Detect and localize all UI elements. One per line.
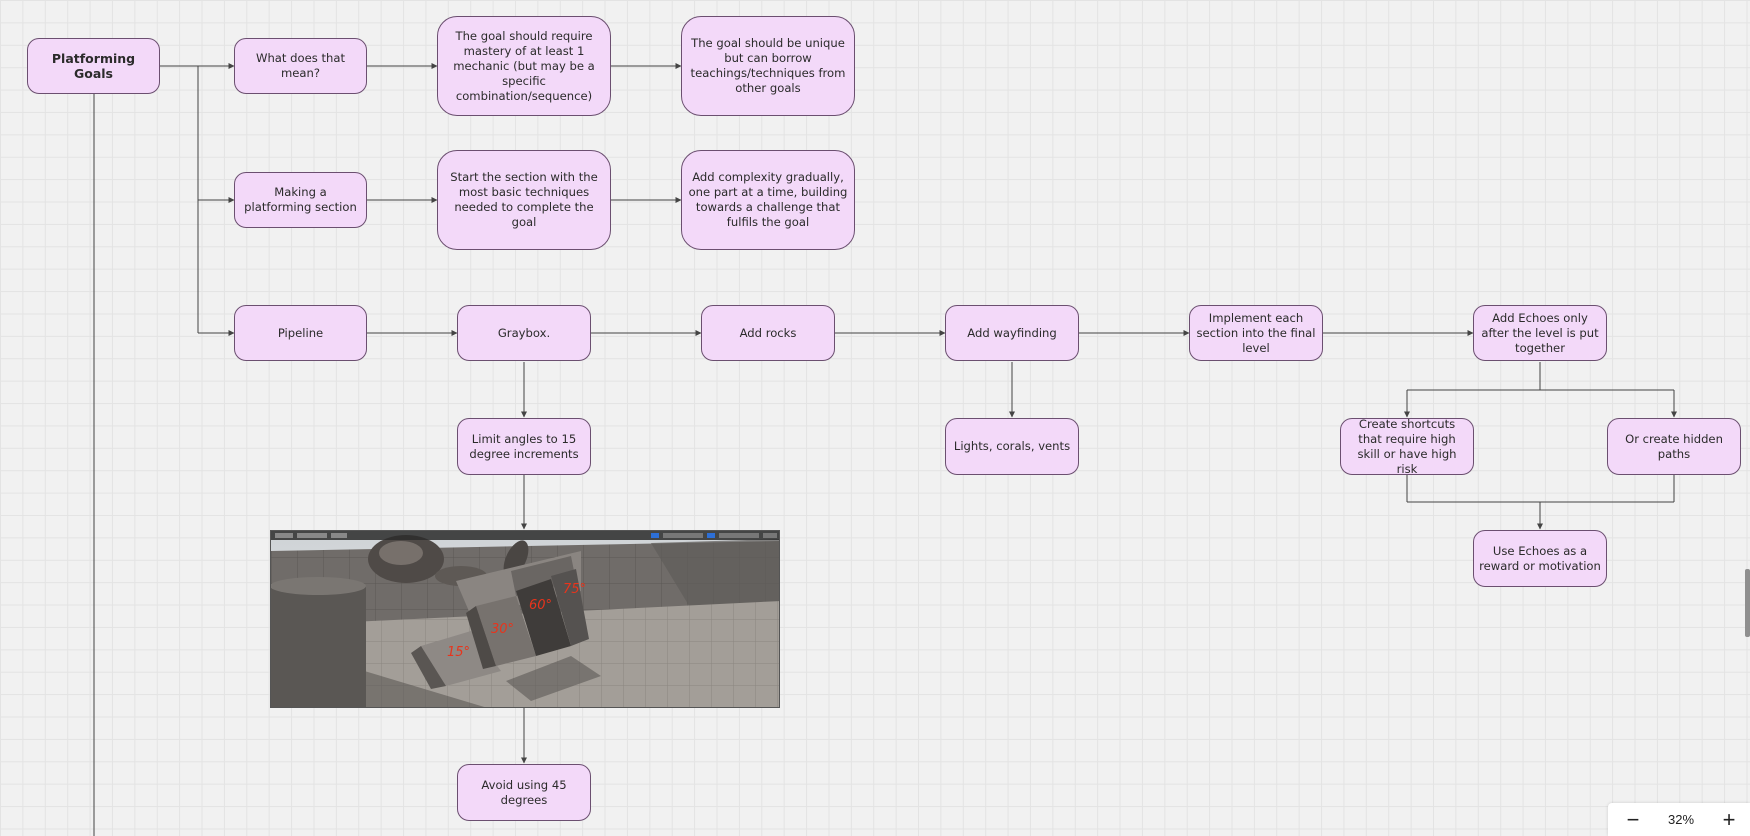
node-pipeline[interactable]: Pipeline xyxy=(234,305,367,361)
node-platforming-goals[interactable]: Platforming Goals xyxy=(27,38,160,94)
zoom-level-label: 32% xyxy=(1667,812,1695,827)
node-graybox[interactable]: Graybox. xyxy=(457,305,591,361)
node-add-rocks[interactable]: Add rocks xyxy=(701,305,835,361)
node-avoid-45-degrees[interactable]: Avoid using 45 degrees xyxy=(457,764,591,821)
zoom-out-button[interactable]: − xyxy=(1626,806,1640,832)
node-making-platforming-section[interactable]: Making a platforming section xyxy=(234,172,367,228)
node-start-basic-techniques[interactable]: Start the section with the most basic te… xyxy=(437,150,611,250)
node-add-complexity[interactable]: Add complexity gradually, one part at a … xyxy=(681,150,855,250)
node-add-echoes[interactable]: Add Echoes only after the level is put t… xyxy=(1473,305,1607,361)
node-goal-unique[interactable]: The goal should be unique but can borrow… xyxy=(681,16,855,116)
node-add-wayfinding[interactable]: Add wayfinding xyxy=(945,305,1079,361)
angle-label-60: 60° xyxy=(529,598,552,613)
node-limit-angles[interactable]: Limit angles to 15 degree increments xyxy=(457,418,591,475)
zoom-controls: − 32% + xyxy=(1608,803,1750,836)
node-lights-corals-vents[interactable]: Lights, corals, vents xyxy=(945,418,1079,475)
node-implement-sections[interactable]: Implement each section into the final le… xyxy=(1189,305,1323,361)
node-goal-mastery[interactable]: The goal should require mastery of at le… xyxy=(437,16,611,116)
angle-label-30: 30° xyxy=(491,622,514,637)
node-what-does-that-mean[interactable]: What does that mean? xyxy=(234,38,367,94)
node-create-shortcuts[interactable]: Create shortcuts that require high skill… xyxy=(1340,417,1474,476)
angle-label-75: 75° xyxy=(563,582,586,597)
angle-label-15: 15° xyxy=(447,645,470,660)
vertical-scrollbar-thumb[interactable] xyxy=(1745,569,1750,637)
graybox-screenshot-image[interactable]: 15° 30° 60° 75° xyxy=(270,530,780,708)
node-hidden-paths[interactable]: Or create hidden paths xyxy=(1607,418,1741,475)
node-echoes-reward[interactable]: Use Echoes as a reward or motivation xyxy=(1473,530,1607,587)
zoom-in-button[interactable]: + xyxy=(1722,806,1736,832)
